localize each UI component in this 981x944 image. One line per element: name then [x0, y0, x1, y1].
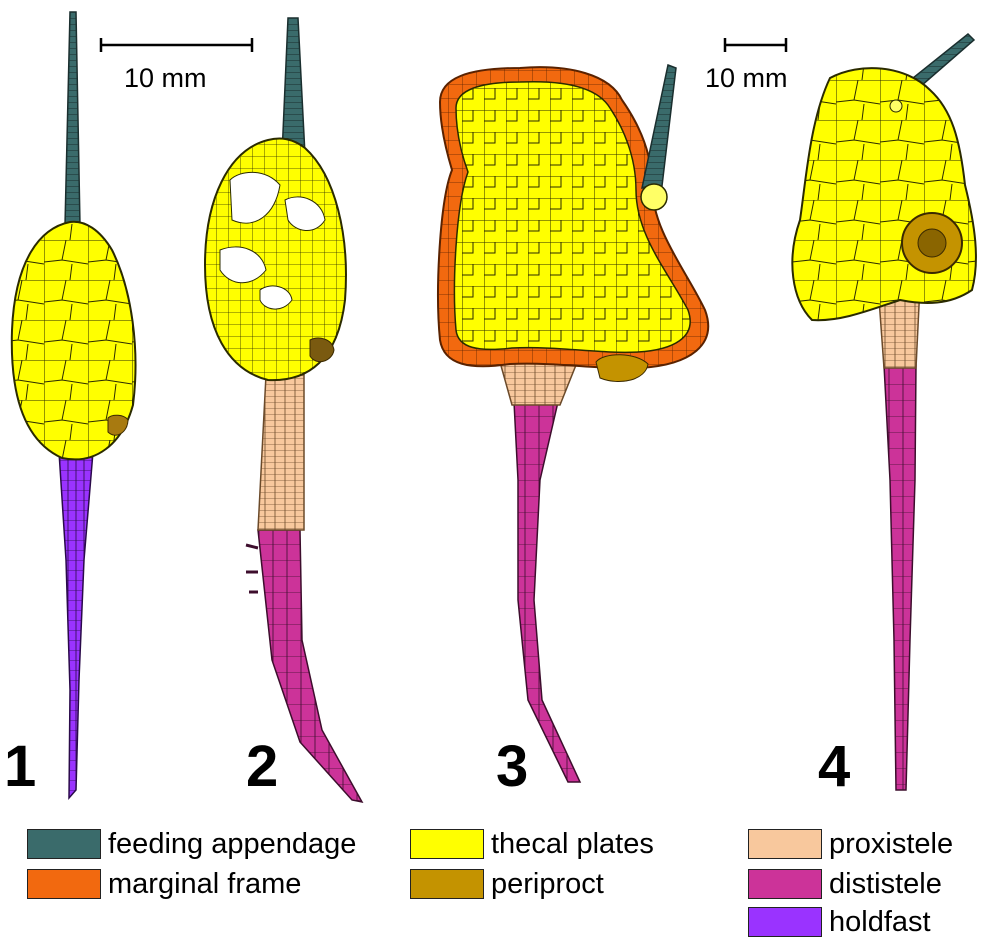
scale-bar-1-label: 10 mm	[124, 63, 207, 93]
theca-4	[792, 68, 976, 320]
specimen-4	[792, 34, 976, 790]
dististele-3	[514, 402, 580, 782]
feeding-appendage-1	[65, 12, 80, 225]
scale-bar-1	[101, 38, 252, 52]
specimen-number-3: 3	[496, 734, 528, 799]
periproct-1	[108, 415, 128, 435]
holdfast-1	[59, 452, 93, 798]
scale-bar-2-label: 10 mm	[705, 63, 788, 93]
dististele-4	[884, 365, 916, 790]
scale-bar-2	[725, 38, 786, 52]
specimen-number-1: 1	[4, 734, 36, 799]
specimen-number-2: 2	[246, 734, 278, 799]
specimen-number-4: 4	[818, 734, 850, 799]
specimen-3	[438, 65, 708, 782]
proxistele-2	[258, 375, 304, 530]
specimen-1	[12, 12, 136, 798]
specimen-2	[205, 18, 362, 802]
feeding-appendage-3	[642, 65, 676, 188]
feeding-appendage-2	[282, 18, 305, 155]
periproct-3	[596, 355, 648, 382]
